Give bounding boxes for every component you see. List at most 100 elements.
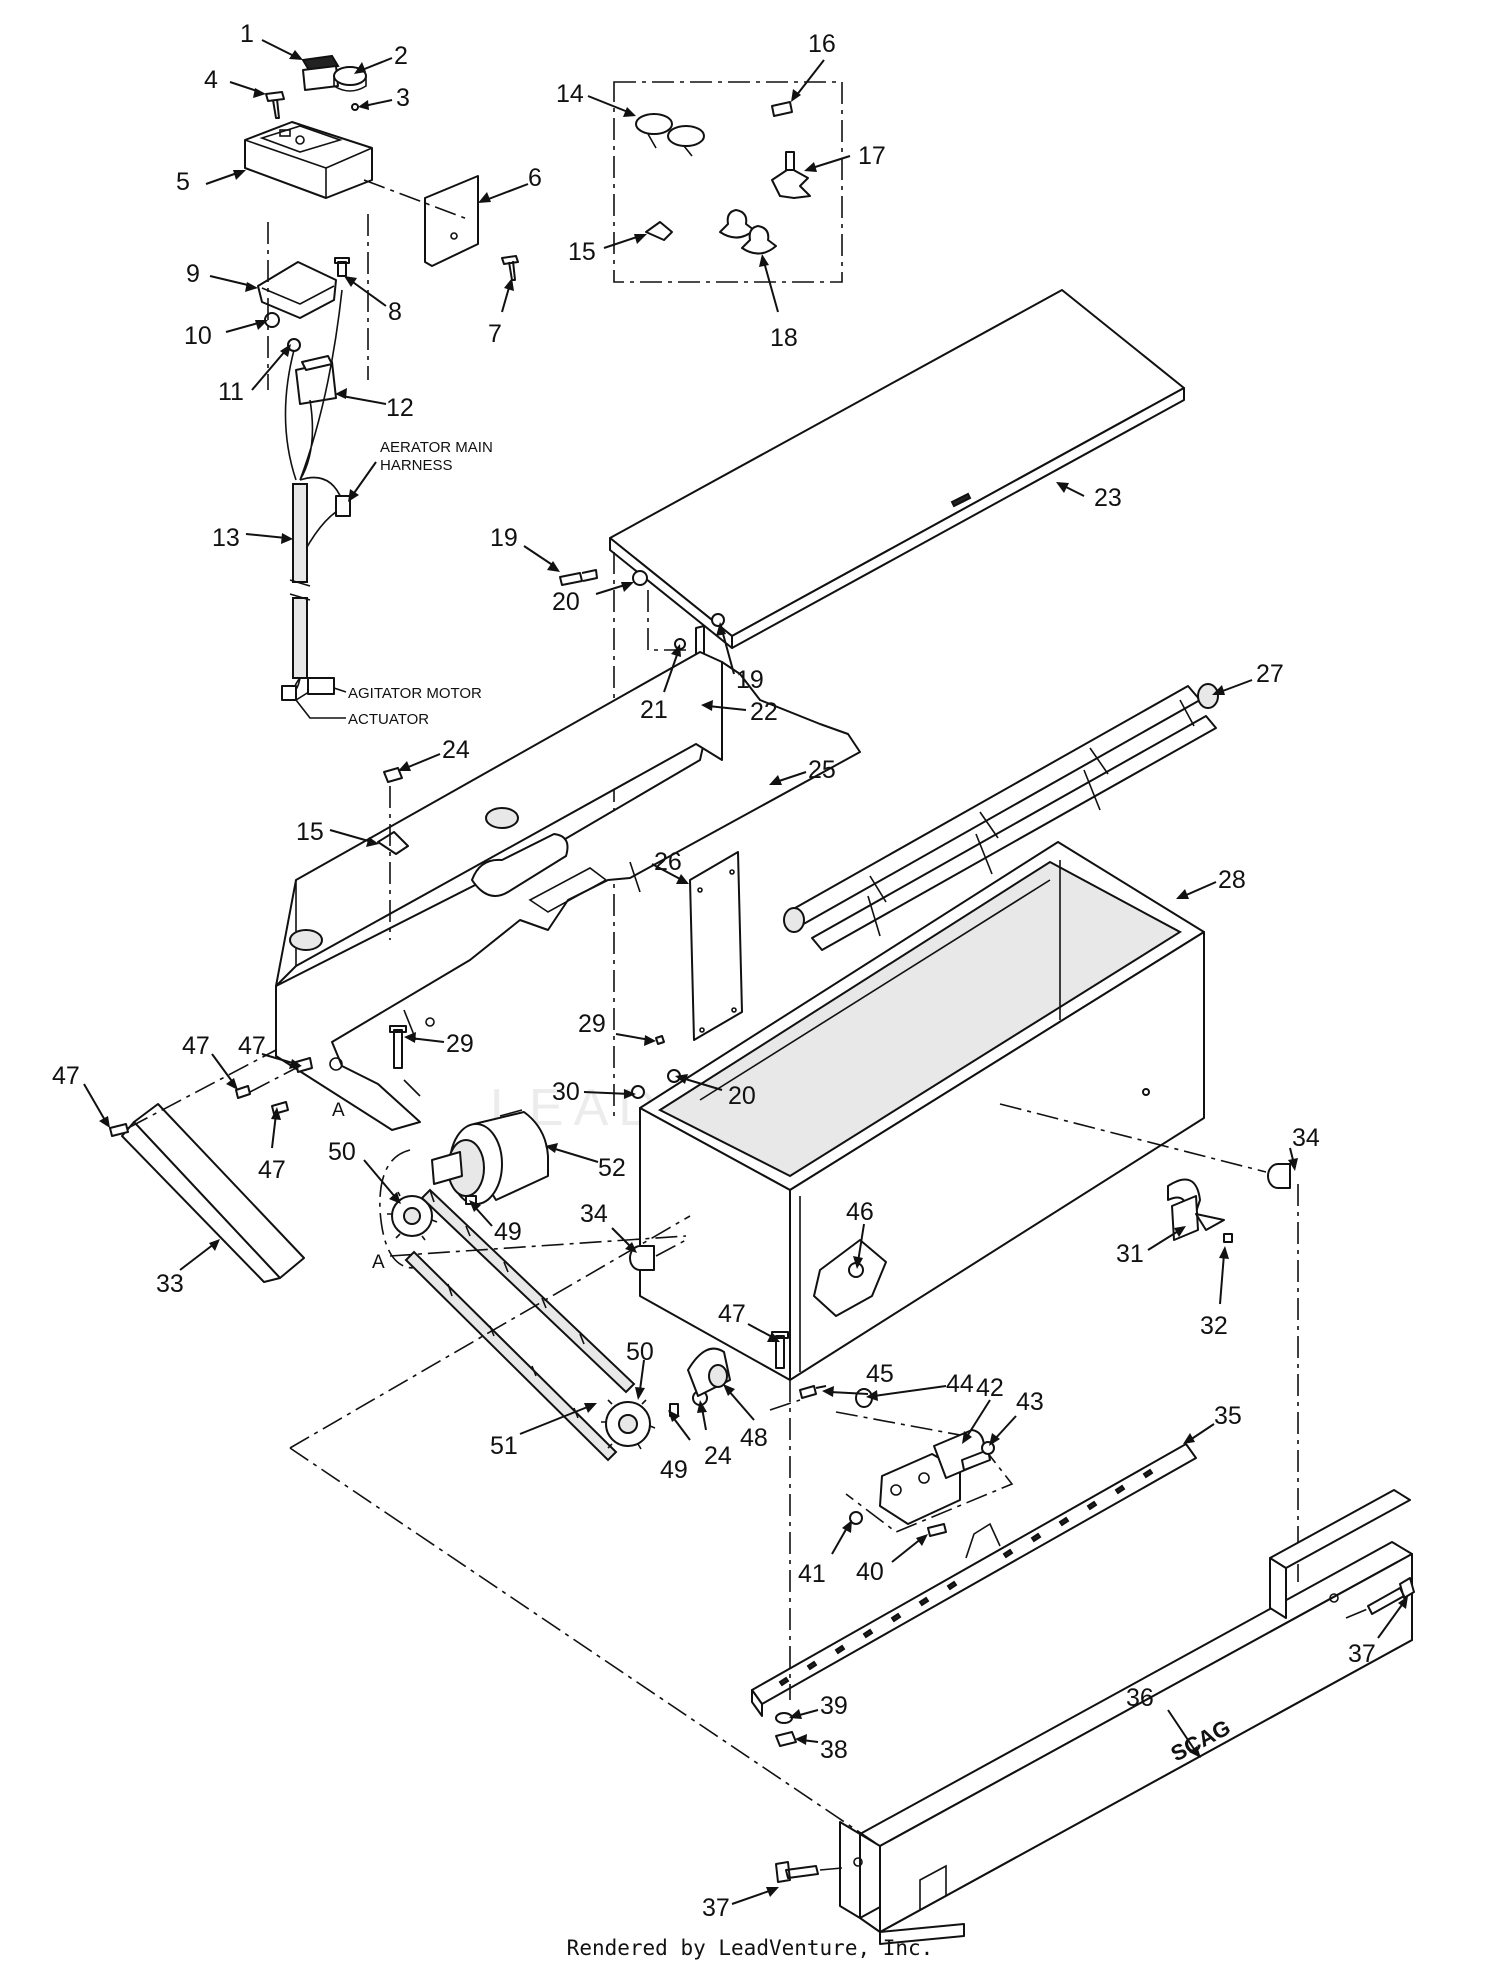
align-line-a <box>389 1235 687 1257</box>
nut-part-43 <box>981 1441 995 1455</box>
callout-34-right: 34 <box>1292 1124 1320 1152</box>
callout-5: 5 <box>176 168 190 196</box>
callout-49-upper: 49 <box>494 1218 522 1246</box>
callout-50-upper: 50 <box>328 1138 356 1166</box>
callout-19-right: 19 <box>736 666 764 694</box>
note-agitator-motor: AGITATOR MOTOR <box>348 685 482 702</box>
bolt-part-45 <box>799 1385 827 1399</box>
control-housing-part-5 <box>244 121 373 199</box>
callout-numbers: 1 2 3 4 5 6 7 8 9 10 11 12 13 14 16 17 1… <box>52 20 1376 1922</box>
callout-29-frame: 29 <box>446 1030 474 1058</box>
callout-20-hopper: 20 <box>728 1082 756 1110</box>
callout-39: 39 <box>820 1692 848 1720</box>
callout-47-hopper: 47 <box>718 1300 746 1328</box>
callout-11: 11 <box>218 378 244 406</box>
bracket-plate-part-6 <box>424 175 479 267</box>
bolt-part-37-right <box>1367 1577 1415 1615</box>
alignment-letter-a-frame: A <box>332 1100 345 1121</box>
note-actuator-leader <box>295 699 346 719</box>
sprocket-part-50-lower <box>601 1399 656 1450</box>
alignment-letter-a-drive: A <box>372 1252 385 1273</box>
actuator-part-42 <box>879 1429 991 1525</box>
set-screw-part-3 <box>351 103 359 111</box>
align-line-37 <box>819 1607 1371 1871</box>
callout-9: 9 <box>186 260 200 288</box>
hardware-kit <box>613 81 843 283</box>
nut-part-20-top <box>632 570 648 586</box>
callout-14: 14 <box>556 80 584 108</box>
callout-38: 38 <box>820 1736 848 1764</box>
screw-part-7 <box>501 255 519 281</box>
bolt-part-47-c <box>271 1101 289 1115</box>
callout-17: 17 <box>858 142 886 170</box>
callout-20-left: 20 <box>552 588 580 616</box>
diagram-notes: AERATOR MAIN HARNESS AGITATOR MOTOR ACTU… <box>295 439 493 728</box>
bolt-part-40 <box>927 1523 947 1537</box>
callout-36: 36 <box>1126 1684 1154 1712</box>
switch-part-1 <box>301 54 340 91</box>
screw-part-8 <box>334 257 350 277</box>
align-line-shield <box>127 1049 301 1129</box>
align-line-45 <box>769 1399 801 1411</box>
mount-bar-part-35 <box>751 1443 1197 1717</box>
callout-30: 30 <box>552 1078 580 1106</box>
callout-35: 35 <box>1214 1402 1242 1430</box>
callout-47-c: 47 <box>52 1062 80 1090</box>
callout-15-kit: 15 <box>568 238 596 266</box>
decal-part-26 <box>689 851 743 1041</box>
callout-41: 41 <box>798 1560 826 1588</box>
callout-12: 12 <box>386 394 414 422</box>
callout-4: 4 <box>204 66 218 94</box>
callout-22: 22 <box>750 698 778 726</box>
motor-part-52 <box>431 1109 549 1205</box>
callout-47-d: 47 <box>258 1156 286 1184</box>
note-agitator-leader <box>333 687 347 693</box>
hopper-part-28 <box>639 841 1205 1381</box>
bolt-part-19-left <box>559 569 598 586</box>
callout-48: 48 <box>740 1424 768 1452</box>
callout-44: 44 <box>946 1370 974 1398</box>
agitator-part-27 <box>783 683 1219 951</box>
callout-46: 46 <box>846 1198 874 1226</box>
callout-6: 6 <box>528 164 542 192</box>
mount-bar-slots <box>778 1468 1154 1687</box>
spacer-part-34-right <box>1267 1163 1291 1189</box>
clip-part-15-kit <box>645 221 673 241</box>
callout-31: 31 <box>1116 1240 1144 1268</box>
callout-34-left: 34 <box>580 1200 608 1228</box>
bolt-part-37-left <box>775 1861 819 1883</box>
callout-8: 8 <box>388 298 402 326</box>
callout-27: 27 <box>1256 660 1284 688</box>
callout-24-lower: 24 <box>704 1442 732 1470</box>
frame-part-25 <box>275 651 861 1131</box>
nut-part-16 <box>771 101 793 117</box>
callout-47-a: 47 <box>238 1032 266 1060</box>
relay-part-12 <box>295 355 337 405</box>
washer-part-41 <box>849 1511 863 1525</box>
nut-part-30 <box>631 1085 645 1099</box>
bushing-part-18 <box>719 209 777 255</box>
note-aerator-harness-line-2: HARNESS <box>380 457 453 474</box>
callout-21: 21 <box>640 696 668 724</box>
footer-credit: Rendered by LeadVenture, Inc. <box>566 1936 934 1960</box>
callout-33: 33 <box>156 1270 184 1298</box>
callout-10: 10 <box>184 322 212 350</box>
callout-7: 7 <box>488 320 502 348</box>
callout-51: 51 <box>490 1432 518 1460</box>
bolt-part-47-b <box>235 1085 251 1099</box>
callout-1: 1 <box>240 20 254 48</box>
clip-part-15 <box>377 831 409 855</box>
clamp-part-14 <box>635 113 705 157</box>
callout-29-hopper: 29 <box>578 1010 606 1038</box>
callout-32: 32 <box>1200 1312 1228 1340</box>
callout-50-lower: 50 <box>626 1338 654 1366</box>
callout-47-b: 47 <box>182 1032 210 1060</box>
callout-37-left: 37 <box>702 1894 730 1922</box>
callout-19-left: 19 <box>490 524 518 552</box>
kit-border <box>613 81 843 283</box>
chain-shield-part-33 <box>121 1103 305 1283</box>
callout-49-lower: 49 <box>660 1456 688 1484</box>
label-part-46 <box>813 1239 887 1317</box>
spacer-part-34-left <box>629 1245 655 1271</box>
